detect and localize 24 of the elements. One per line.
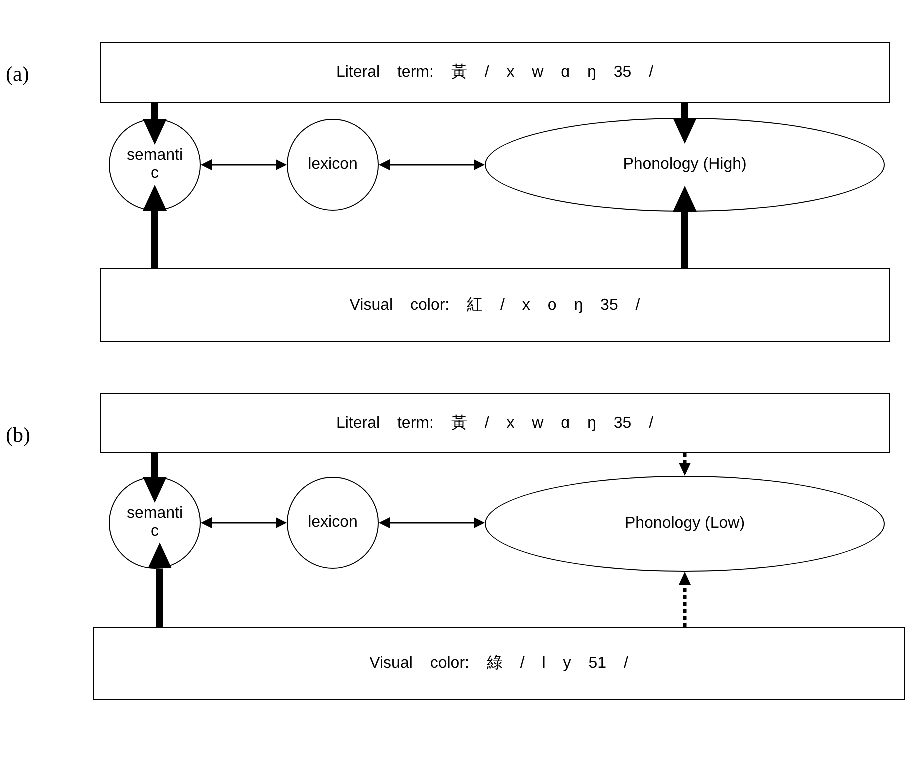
double-arrow [379,160,485,170]
term-box: Literal term: 黃 / x w ɑ ŋ 35 / [100,393,890,453]
dotted-arrow [679,572,691,627]
panel-label: (b) [6,423,30,448]
double-arrow [201,160,287,170]
double-arrow [379,518,486,528]
phonology-ellipse: Phonology (High) [485,118,885,212]
term-box: Visual color: 綠 / l y 51 / [93,627,905,700]
concept-circle: semanti c [109,119,201,211]
term-box: Literal term: 黃 / x w ɑ ŋ 35 / [100,42,890,103]
phonology-ellipse: Phonology (Low) [485,476,885,572]
arrow [673,186,697,268]
panel-label: (a) [6,62,30,87]
arrow [673,103,697,144]
concept-circle: lexicon [287,477,379,569]
concept-circle: lexicon [287,119,379,211]
arrow [143,185,167,268]
double-arrow [201,518,287,528]
arrow [148,542,172,627]
arrow [143,453,167,503]
dotted-arrow [679,453,691,476]
arrow [143,103,167,145]
concept-circle: semanti c [109,477,201,569]
term-box: Visual color: 紅 / x o ŋ 35 / [100,268,890,342]
